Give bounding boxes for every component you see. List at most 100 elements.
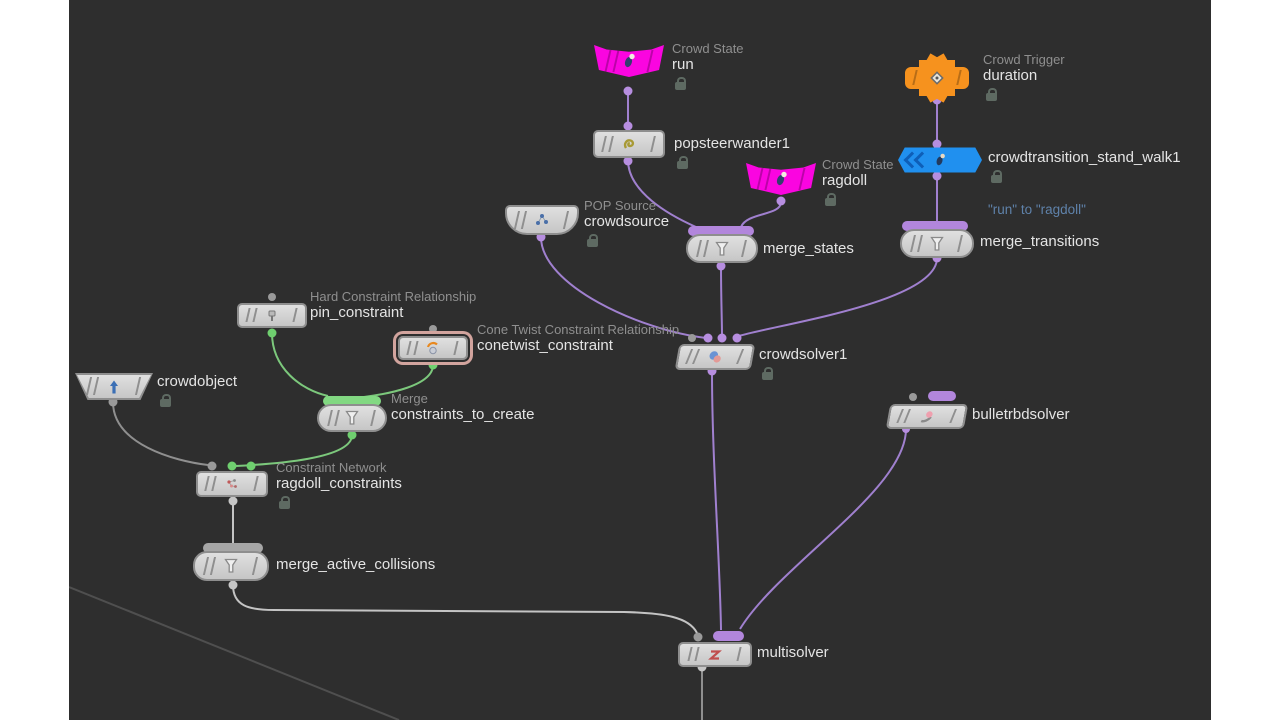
node-name-label: crowdsolver1 (759, 346, 848, 363)
running-person-icon (772, 170, 790, 188)
agent-arrow-icon (105, 378, 123, 396)
constraint-network-icon (223, 475, 241, 493)
node-crowdtransition-stand-walk1[interactable] (898, 147, 982, 173)
wire-layer (69, 86, 942, 720)
node-crowdsolver1[interactable] (674, 344, 756, 370)
lock-icon (675, 77, 686, 90)
node-type-label: POP Source (584, 198, 657, 213)
node-duration-bar[interactable] (905, 67, 969, 89)
connector-dot[interactable] (932, 139, 942, 149)
wire-mergestates-crowdsolver[interactable] (720, 264, 723, 337)
node-crowdobject[interactable] (75, 373, 153, 400)
connector-dot[interactable] (623, 121, 633, 131)
node-type-label: Cone Twist Constraint Relationship (477, 322, 680, 337)
funnel-icon (713, 240, 731, 258)
connector-dot[interactable] (428, 360, 438, 370)
connector-dot[interactable] (246, 461, 256, 471)
connector-dot[interactable] (268, 293, 276, 301)
wander-swirl-icon (620, 135, 638, 153)
node-name-label: merge_active_collisions (276, 556, 436, 573)
multi-input-cap[interactable] (688, 226, 754, 236)
node-ragdoll-constraints[interactable] (196, 471, 268, 497)
multi-input-cap[interactable] (928, 391, 956, 401)
connector-dot[interactable] (267, 328, 277, 338)
cone-twist-icon (424, 339, 442, 357)
node-merge-states[interactable] (686, 234, 758, 263)
wire-crowdobject-ragdollconstraints[interactable] (112, 401, 209, 466)
wire-pin-constraintstocreate[interactable] (271, 332, 329, 397)
multi-input-cap[interactable] (902, 221, 968, 231)
node-name-label: duration (983, 67, 1038, 84)
node-multisolver[interactable] (678, 642, 752, 667)
connector-dot[interactable] (693, 632, 703, 642)
crowd-solver-icon (704, 348, 725, 366)
source-points-icon (533, 211, 551, 229)
multi-input-cap[interactable] (203, 543, 263, 553)
connector-dot[interactable] (207, 461, 217, 471)
node-name-label: constraints_to_create (391, 406, 535, 423)
lock-icon (762, 367, 773, 380)
node-name-label: ragdoll (822, 172, 868, 189)
lock-icon (986, 88, 997, 101)
node-type-label: Crowd State (672, 41, 744, 56)
node-constraints-to-create[interactable] (317, 404, 387, 432)
transition-person-icon (932, 152, 948, 168)
pin-icon (263, 307, 281, 325)
connector-dot[interactable] (716, 261, 726, 271)
connector-dot[interactable] (623, 86, 633, 96)
wire-crowdsolver-multisolver[interactable] (711, 370, 722, 631)
connector-dot[interactable] (429, 325, 437, 333)
connector-dot[interactable] (347, 430, 357, 440)
wire-popsteerwander-mergestates[interactable] (627, 159, 697, 228)
node-crowdsource[interactable] (505, 205, 579, 235)
node-name-label: multisolver (757, 644, 829, 661)
node-type-label: Hard Constraint Relationship (310, 289, 477, 304)
node-type-label: Constraint Network (276, 460, 387, 475)
node-name-label: popsteerwander1 (674, 135, 790, 152)
node-pin-constraint[interactable] (237, 303, 307, 328)
connector-dot[interactable] (228, 496, 238, 506)
wire-ragdoll-mergestates[interactable] (740, 201, 782, 228)
node-name-label: conetwist_constraint (477, 337, 613, 354)
node-conetwist-constraint[interactable] (398, 336, 468, 360)
lock-icon (587, 234, 598, 247)
node-type-label: Crowd State (822, 157, 894, 172)
lock-icon (279, 496, 290, 509)
connector-dot[interactable] (717, 333, 727, 343)
multi-input-cap[interactable] (323, 396, 381, 406)
wire-faint-diagonal (69, 586, 400, 720)
connector-dot[interactable] (228, 580, 238, 590)
node-merge-active-collisions[interactable] (193, 551, 269, 581)
connector-dot[interactable] (623, 156, 633, 166)
funnel-icon (343, 409, 361, 427)
connector-dot[interactable] (688, 334, 696, 342)
multi-input-cap[interactable] (713, 631, 744, 641)
connector-dot[interactable] (703, 333, 713, 343)
connector-dot[interactable] (227, 461, 237, 471)
funnel-icon (928, 235, 946, 253)
connector-dot[interactable] (932, 171, 942, 181)
running-person-icon (620, 52, 638, 70)
funnel-icon (222, 557, 240, 575)
lock-icon (991, 170, 1002, 183)
network-editor-canvas[interactable]: Crowd State run popsteerwander1 Crowd St… (69, 0, 1211, 720)
node-merge-transitions[interactable] (900, 229, 974, 258)
trigger-diamond-icon (928, 69, 946, 87)
connector-dot[interactable] (909, 393, 917, 401)
node-popsteerwander1[interactable] (593, 130, 665, 158)
wire-mergetransitions-crowdsolver[interactable] (738, 257, 938, 337)
node-type-label: Crowd Trigger (983, 52, 1065, 67)
connector-dot[interactable] (776, 196, 786, 206)
wire-mergeactive-multisolver[interactable] (232, 584, 698, 634)
lock-icon (677, 156, 688, 169)
node-bulletrbdsolver[interactable] (885, 404, 969, 429)
bullet-rbd-icon (916, 408, 937, 426)
node-name-label: bulletrbdsolver (972, 406, 1070, 423)
wire-crowdsource-crowdsolver[interactable] (540, 236, 707, 339)
transition-comment: "run" to "ragdoll" (988, 202, 1086, 217)
connector-dot[interactable] (732, 333, 742, 343)
wire-bulletrbd-multisolver[interactable] (739, 428, 907, 630)
node-name-label: merge_transitions (980, 233, 1100, 250)
wire-conetwist-constraintstocreate[interactable] (363, 364, 434, 398)
lock-icon (160, 394, 171, 407)
